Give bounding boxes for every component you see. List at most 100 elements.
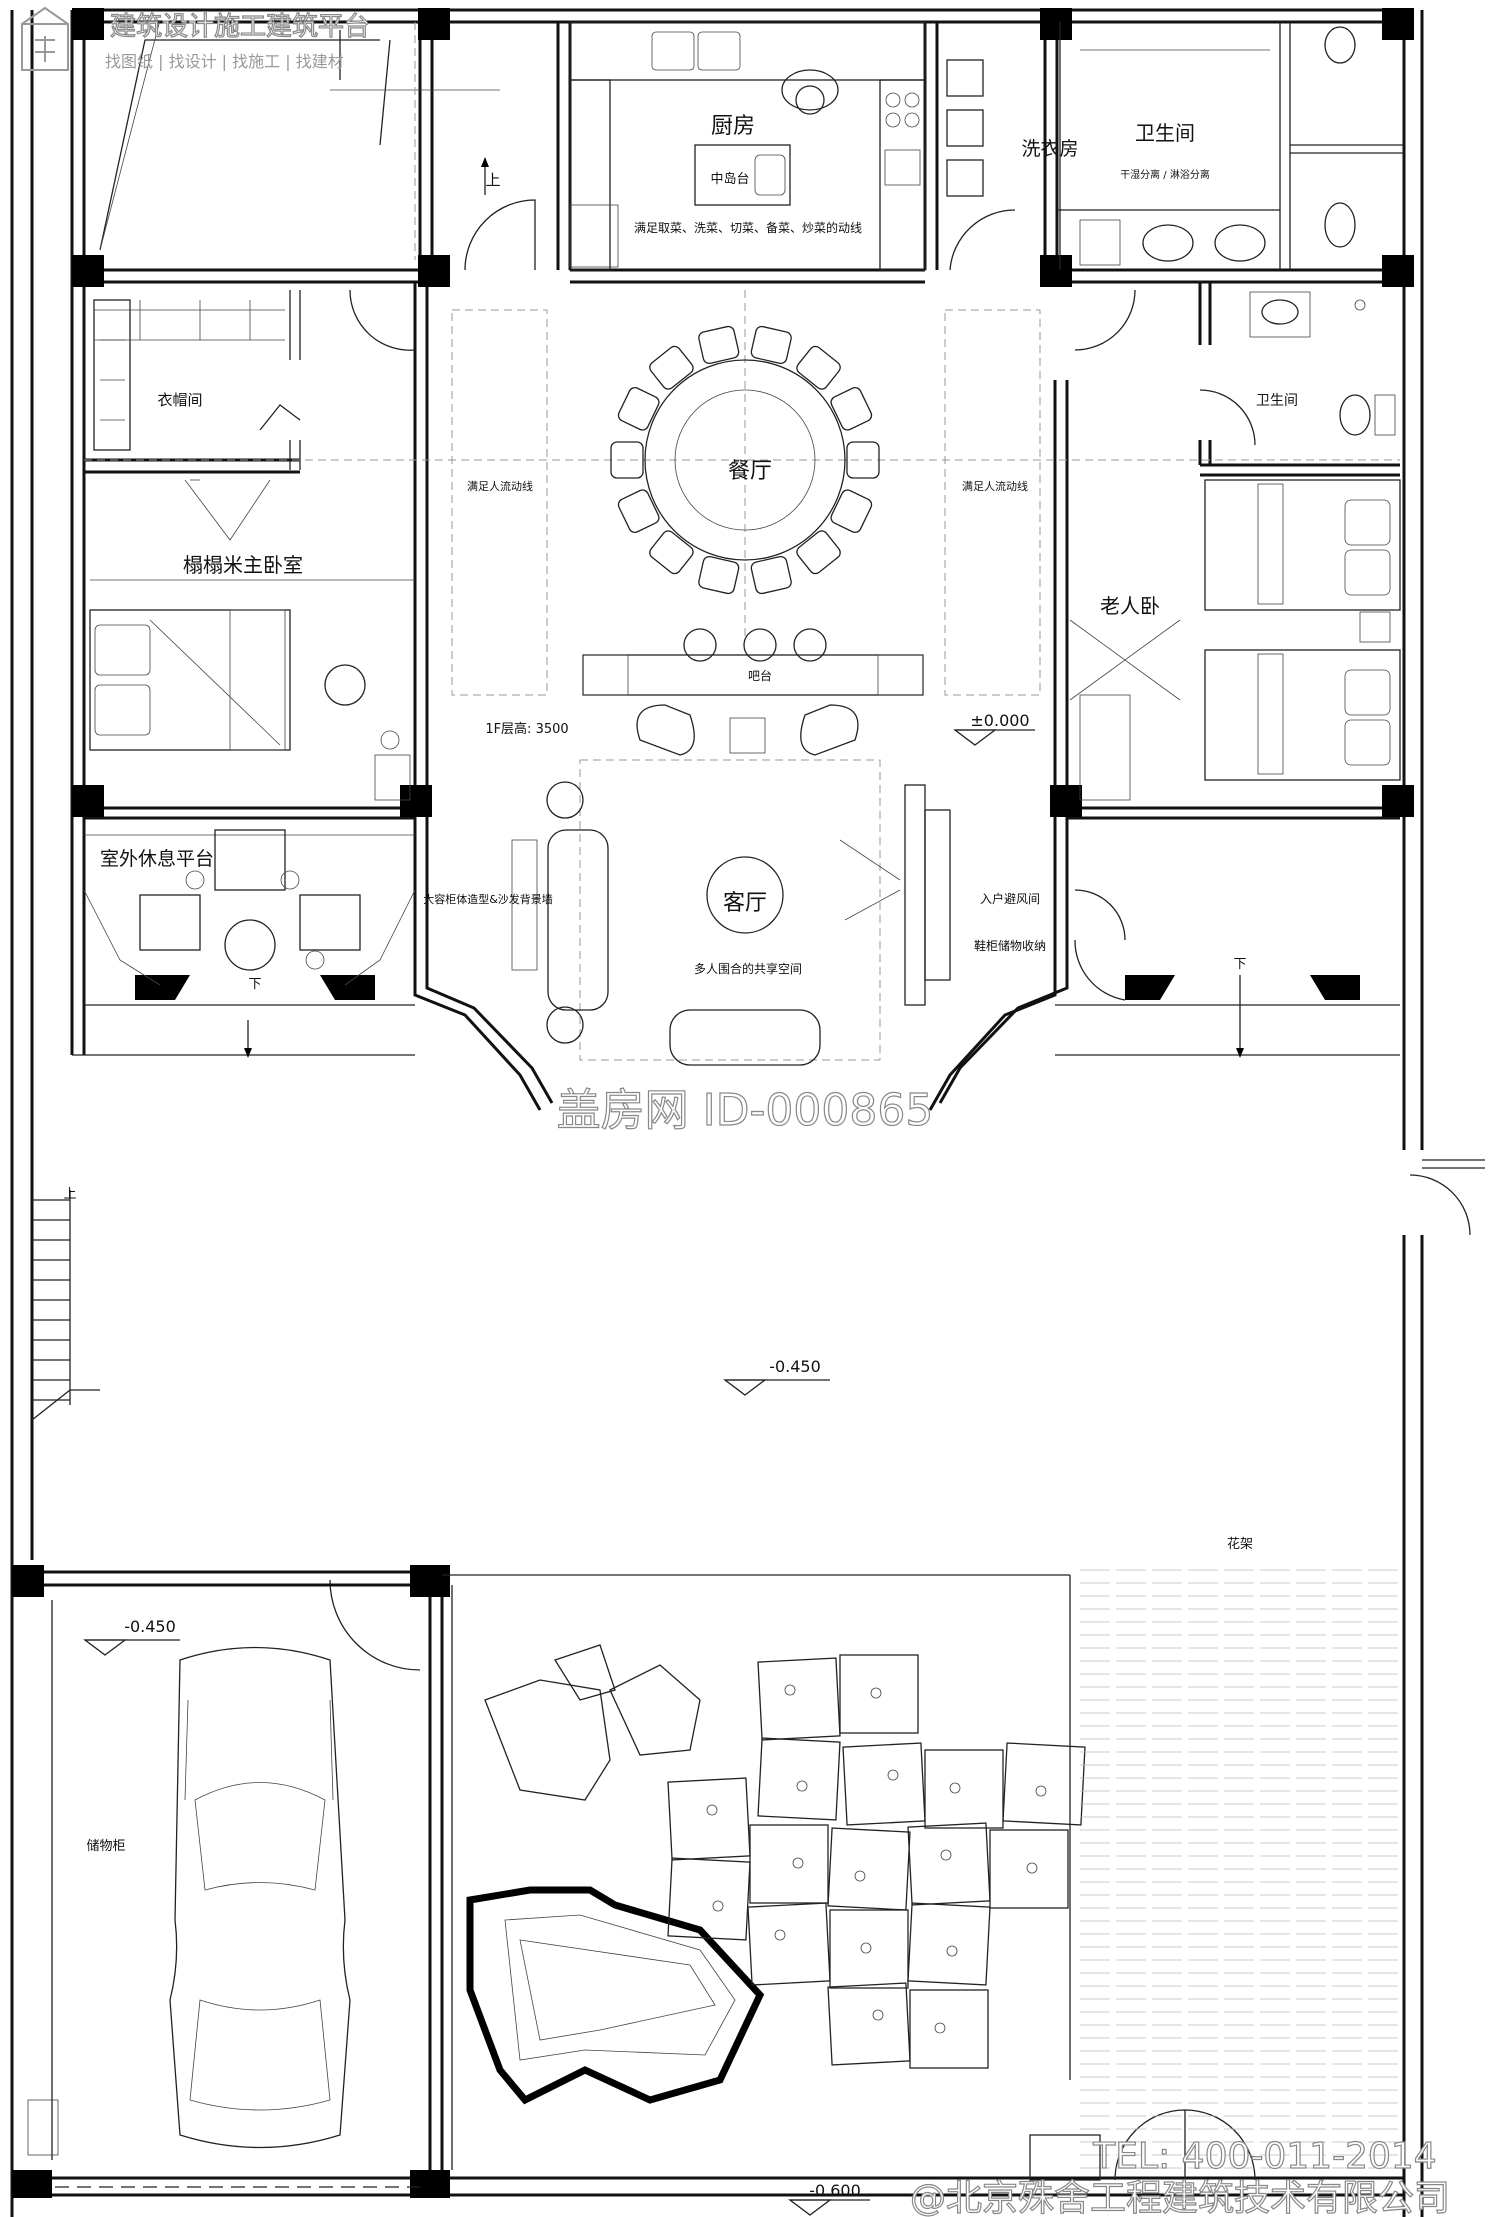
- dining-chair: [649, 530, 694, 575]
- pebble: [796, 1780, 808, 1792]
- label-level-0: ±0.000: [970, 711, 1029, 730]
- brand-header: 建筑设计施工建筑平台 找图纸 | 找设计 | 找施工 | 找建材: [21, 6, 371, 71]
- garage: [27, 1570, 444, 2188]
- label-laundry: 洗衣房: [1021, 138, 1078, 160]
- label-island: 中岛台: [710, 171, 749, 187]
- dining-chair: [796, 530, 841, 575]
- pebble: [712, 1900, 724, 1912]
- pebble: [854, 1870, 866, 1882]
- pebble: [949, 1782, 961, 1794]
- dining-chair: [617, 489, 660, 533]
- stepping-stone: [909, 1989, 989, 2069]
- label-bath-note: 干湿分离 / 淋浴分离: [1120, 168, 1210, 181]
- stepping-stone: [827, 1982, 911, 2066]
- label-living-note: 多人围合的共享空间: [694, 961, 802, 976]
- yard-staircase: [31, 1190, 100, 1421]
- stepping-stone: [907, 1822, 991, 1906]
- dining-chair: [796, 345, 841, 390]
- stepping-stone: [757, 1657, 841, 1741]
- label-down-1: 下: [248, 977, 261, 992]
- pebble: [1026, 1862, 1038, 1874]
- pebble: [792, 1857, 804, 1869]
- stepping-stone: [667, 1857, 751, 1941]
- pebble: [872, 2009, 884, 2021]
- wardrobe: [93, 299, 301, 451]
- label-flow-right: 满足人流动线: [962, 479, 1028, 493]
- label-floor-height: 1F层高: 3500: [485, 721, 568, 737]
- watermark-center: 盖房网 ID-000865: [557, 1085, 934, 1136]
- label-up-2: 上: [63, 1187, 76, 1202]
- label-up-1: 上: [485, 171, 500, 189]
- pebble: [1035, 1785, 1047, 1797]
- label-master-bedroom: 榻榻米主卧室: [183, 553, 303, 577]
- bathroom-right: [1249, 291, 1396, 436]
- dining-chair: [750, 325, 792, 365]
- pebble: [946, 1945, 958, 1957]
- label-bathroom-right: 卫生间: [1256, 393, 1298, 409]
- annotation-labels: 1F层高: 3500 ±0.000 -0.450 -0.450 -0.600 上…: [63, 171, 1246, 2200]
- label-storage: 储物柜: [86, 1839, 125, 1854]
- room-labels: 厨房 中岛台 满足取菜、洗菜、切菜、备菜、炒菜的动线 洗衣房 卫生间 干湿分离 …: [86, 114, 1298, 1854]
- stepping-stone: [827, 1827, 911, 1911]
- stepping-stone: [749, 1824, 829, 1904]
- outer-walls: [10, 10, 1485, 2217]
- dining-area: [84, 290, 1400, 696]
- label-down-2: 下: [1233, 957, 1246, 972]
- stepping-stone: [1002, 1742, 1086, 1826]
- label-entry-note-2: 鞋柜储物收纳: [974, 938, 1046, 953]
- watermark-company: @北京殊舍工程建筑技术有限公司: [910, 2178, 1450, 2217]
- laundry-bathroom: [946, 22, 1356, 270]
- label-entry-note-1: 入户避风间: [980, 891, 1040, 906]
- stepping-stone: [667, 1777, 751, 1861]
- interior-walls: [70, 8, 1404, 1111]
- label-flow-left: 满足人流动线: [467, 479, 533, 493]
- elevation-markers: [83, 157, 1244, 2216]
- brand-sub: 找图纸 | 找设计 | 找施工 | 找建材: [105, 52, 344, 71]
- dining-chair: [698, 325, 740, 365]
- label-bar: 吧台: [748, 668, 772, 683]
- pebble: [887, 1769, 899, 1781]
- dining-chair: [610, 441, 644, 479]
- pebble: [870, 1687, 882, 1699]
- label-kitchen-note: 满足取菜、洗菜、切菜、备菜、炒菜的动线: [634, 220, 862, 235]
- pebble: [706, 1804, 718, 1816]
- dining-chair: [830, 489, 873, 533]
- stepping-stone: [989, 1829, 1069, 1909]
- label-elder-bedroom: 老人卧: [1100, 594, 1160, 618]
- label-level-m600: -0.600: [809, 2181, 861, 2200]
- watermarks: 盖房网 ID-000865 TEL: 400-011-2014 @北京殊舍工程建…: [556, 1084, 1451, 2217]
- stepping-stone: [842, 1742, 926, 1826]
- label-level-garage: -0.450: [124, 1617, 176, 1636]
- dining-chair: [846, 441, 880, 479]
- pebble: [860, 1942, 872, 1954]
- stepping-stone: [747, 1902, 831, 1986]
- master-bedroom: [89, 479, 415, 801]
- columns: [12, 8, 1414, 2198]
- stepping-stone: [757, 1737, 841, 1821]
- outdoor-platform: [83, 829, 416, 986]
- label-dining: 餐厅: [728, 459, 772, 484]
- living-room: [511, 704, 951, 1066]
- pebble: [784, 1684, 796, 1696]
- pebble: [774, 1929, 786, 1941]
- kitchen: [569, 21, 926, 271]
- stepping-stone: [924, 1749, 1004, 1829]
- label-living: 客厅: [723, 891, 767, 916]
- label-kitchen: 厨房: [711, 114, 755, 139]
- elder-bedroom: [1069, 479, 1401, 801]
- doors: [329, 199, 1471, 2181]
- brand-main: 建筑设计施工建筑平台: [110, 12, 370, 42]
- stepping-stone: [829, 1909, 909, 1989]
- watermark-tel: TEL: 400-011-2014: [1092, 2136, 1436, 2177]
- brand-logo-icon: [21, 6, 69, 71]
- dining-chair: [617, 387, 660, 431]
- pebble: [940, 1849, 952, 1861]
- label-wardrobe: 衣帽间: [157, 391, 202, 409]
- dining-chair: [649, 345, 694, 390]
- stepping-stone: [839, 1654, 919, 1734]
- courtyard: [442, 1569, 1400, 2181]
- dining-chair: [698, 555, 740, 595]
- label-pergola: 花架: [1227, 1536, 1253, 1552]
- staircase-top: [99, 19, 500, 260]
